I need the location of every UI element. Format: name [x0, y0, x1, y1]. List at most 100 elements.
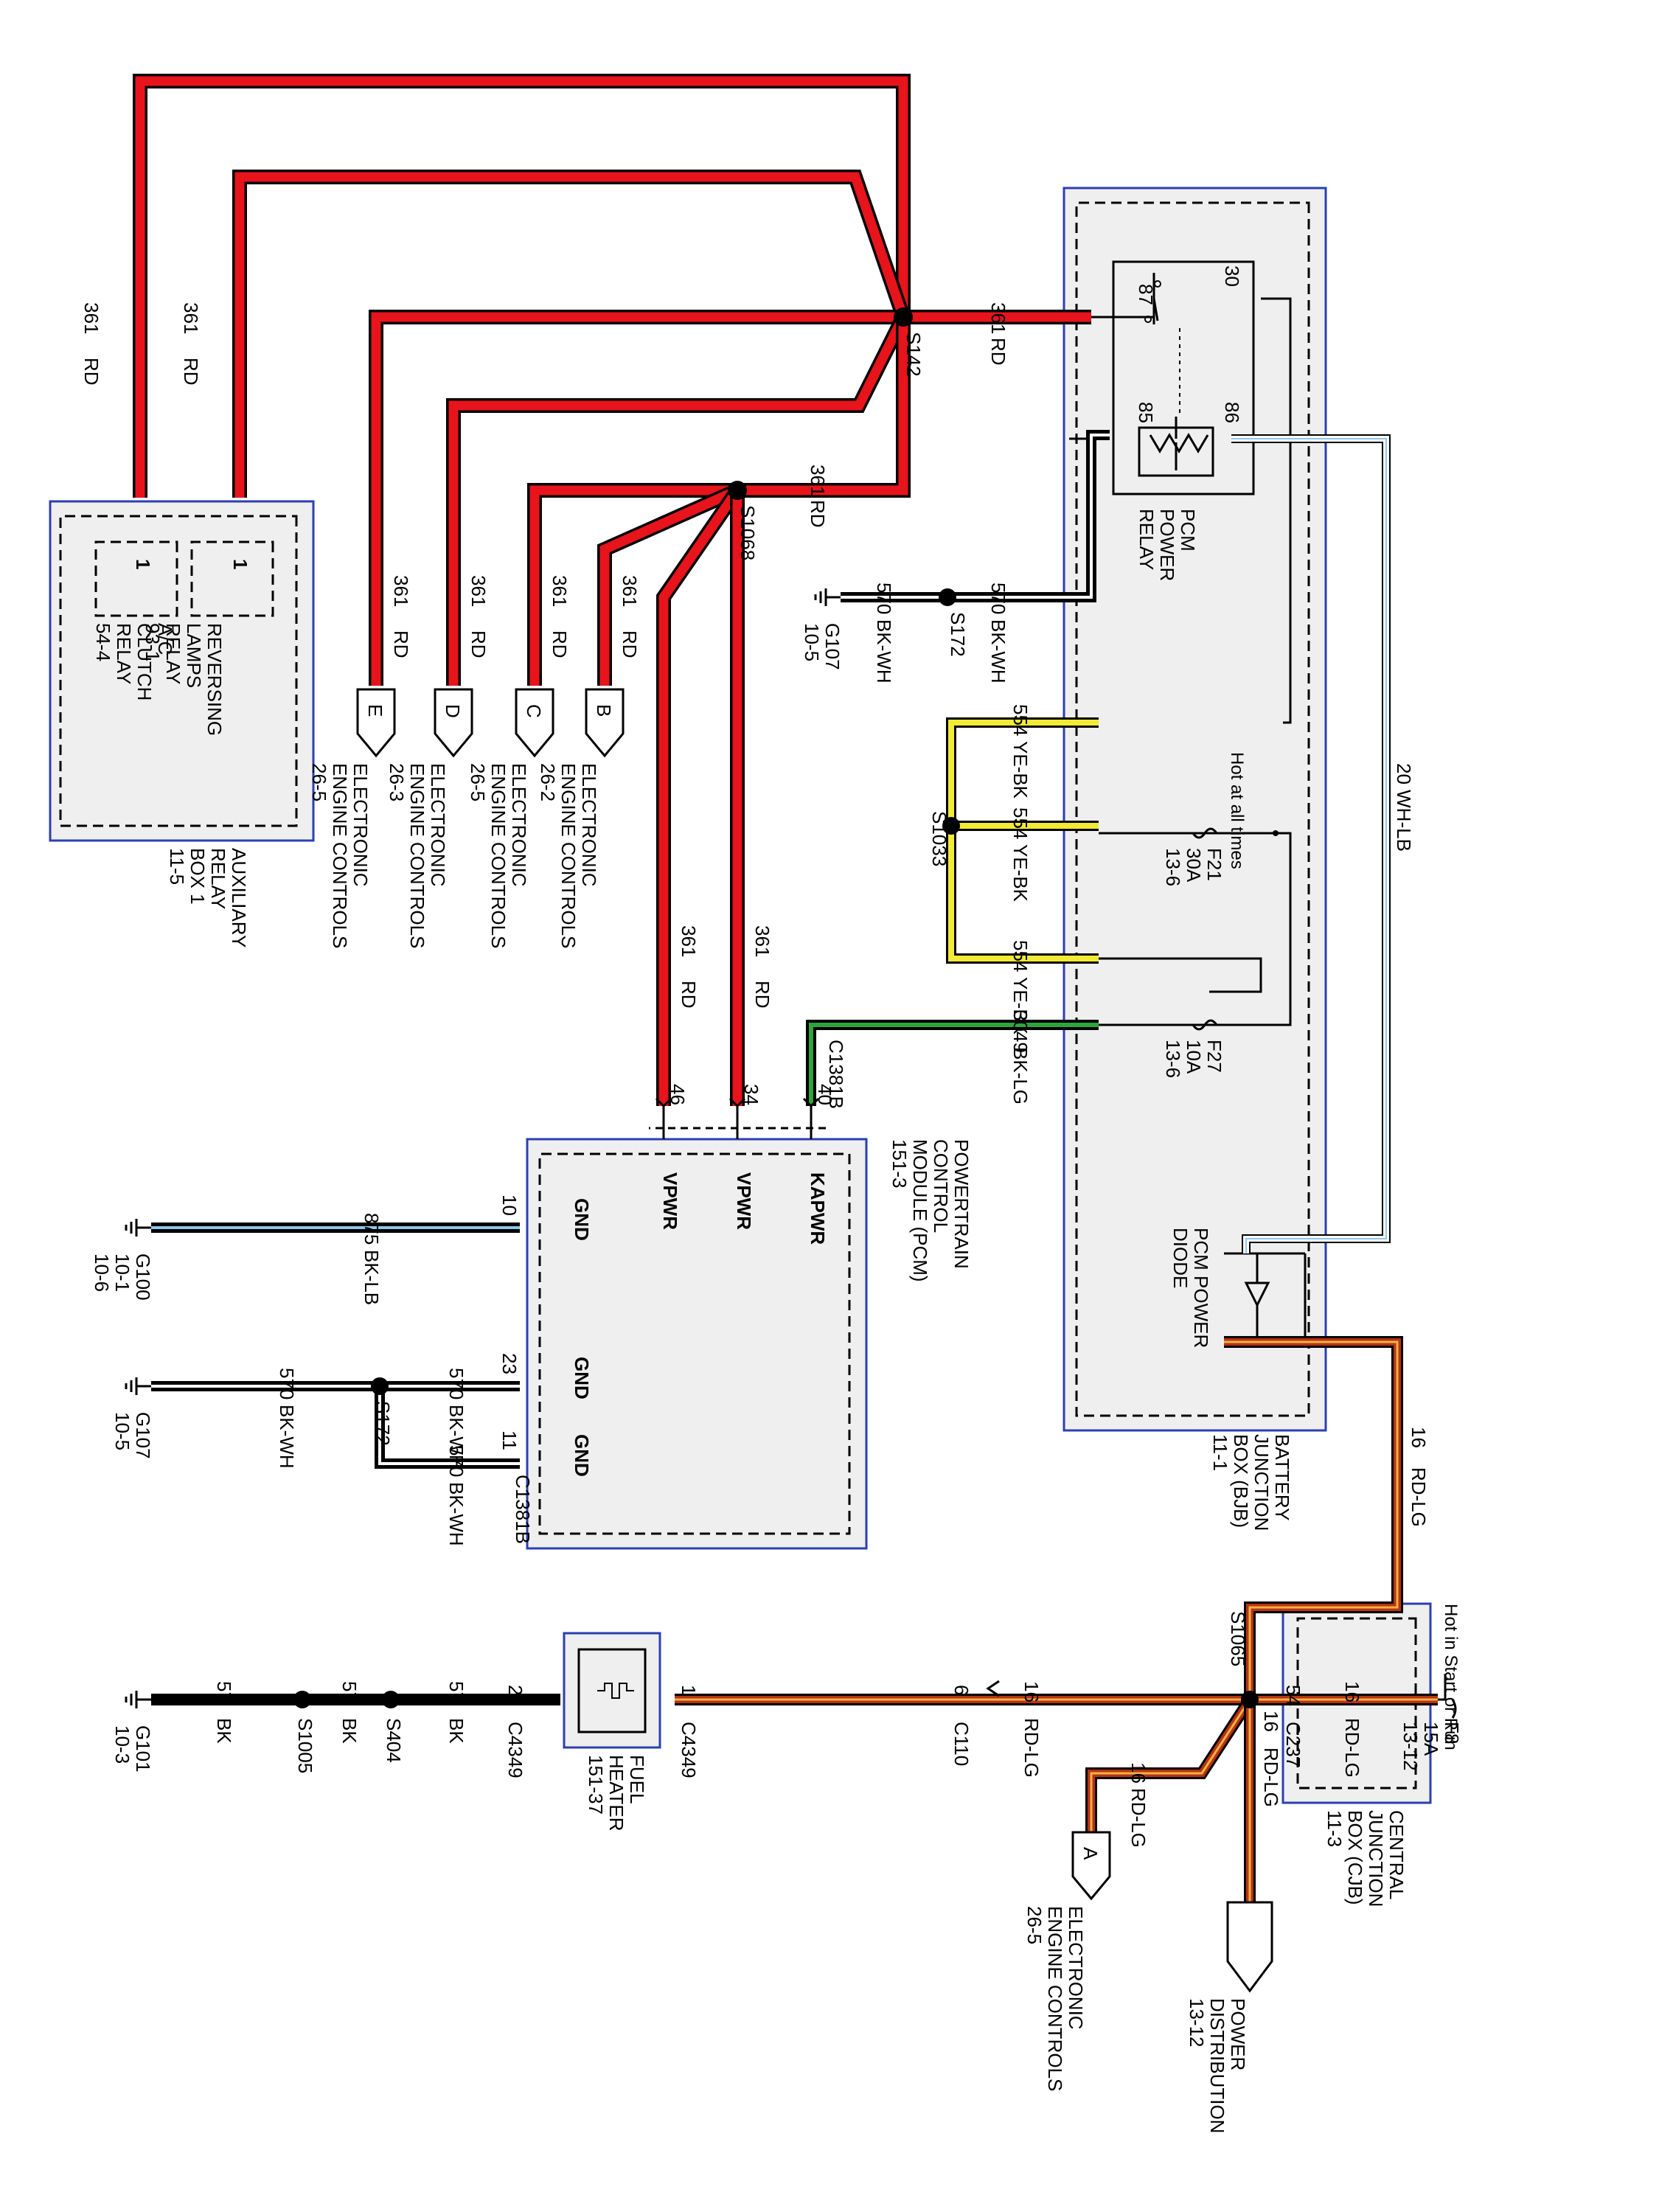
circuit-57-bk: S404 S1005 57 BK 57 BK 57 BK 2 C4349 G10…: [111, 1681, 560, 1778]
w361-col-3: RD: [390, 630, 412, 658]
c4349-pin-2: 2: [504, 1685, 526, 1695]
eec-c-label: ELECTRONIC ENGINE CONTROLS 26-5: [467, 763, 530, 954]
w570-col-1: BK-WH: [873, 619, 895, 684]
pcm-pin-34: 34: [740, 1084, 762, 1105]
w570-col-5: BK-WH: [445, 1482, 467, 1546]
f27-label: F27 10A 13-6: [1162, 1040, 1225, 1078]
circuit-16-rd-lg: S1065 16 RD-LG 16 RD-LG 16 RD-LG 16 RD-L…: [675, 1336, 1463, 1902]
auxiliary-relay-box: 1 1 REVERSING LAMPS RELAY 93-1 A/C CLUTC…: [49, 500, 315, 953]
g100-label: G100 10-1 10-6: [91, 1253, 154, 1306]
s172-lower-label: S172: [372, 1401, 394, 1446]
eec-reference-e: E ELECTRONIC ENGINE CONTROLS 26-5: [308, 688, 396, 954]
c1381b-upper-label: C1381B: [825, 1040, 847, 1109]
reversing-lamps-relay-label: REVERSING LAMPS RELAY 93-1: [142, 623, 226, 741]
eec-d-label: ELECTRONIC ENGINE CONTROLS 26-3: [386, 763, 449, 954]
c237-pin: 54: [1282, 1685, 1304, 1706]
power-distribution-reference: POWER DISTRIBUTION 13-12: [1186, 1901, 1273, 2139]
w570-col-3: BK-WH: [276, 1405, 298, 1469]
w16-num-1: 16: [1408, 1427, 1430, 1448]
f8-label: F8 15A 13-12: [1399, 1722, 1463, 1771]
g107-lower-label: G107 10-5: [111, 1412, 154, 1464]
pcm-pin-23: 23: [498, 1353, 521, 1374]
circuit-361-rd: S142 S1068 361 RD 361 RD 361 RD 361 RD 3…: [80, 74, 1091, 1106]
c110-pin: 6: [950, 1685, 973, 1695]
w361-col-7: RD: [678, 981, 700, 1009]
pcm-gnd-label-2: GND: [571, 1357, 593, 1399]
aux-relay-box-label: AUXILIARY RELAY BOX 1 11-5: [166, 848, 250, 953]
w16-col-1: RD-LG: [1408, 1467, 1430, 1527]
pcm-module: POWERTRAIN CONTROL MODULE (PCM) 151-3 KA…: [526, 1138, 973, 1550]
w361-num-3: 361: [390, 575, 412, 607]
fuel-heater-label: FUEL HEATER 151-37: [585, 1755, 648, 1837]
w57-num-3: 57: [213, 1681, 235, 1703]
bjb-internal-wiring: F21 30A 13-6 F27 10A 13-6 PCM POWER DIOD…: [1069, 297, 1379, 1353]
pcm-vpwr-label-1: VPWR: [733, 1172, 755, 1230]
w361-col-9: RD: [987, 338, 1009, 366]
s1033-label: S1033: [928, 811, 950, 866]
w57-col-2: BK: [338, 1718, 361, 1744]
w361-col-8: RD: [751, 981, 773, 1009]
w554-num-1: 554: [1009, 704, 1032, 736]
pcm-gnd-label-3: GND: [571, 1434, 593, 1477]
eec-reference-d: D ELECTRONIC ENGINE CONTROLS 26-3: [386, 688, 473, 954]
pcm-vpwr-label-2: VPWR: [659, 1172, 681, 1230]
eec-a-label: ELECTRONIC ENGINE CONTROLS 26-5: [1023, 1906, 1087, 2097]
w16-num-4: 16: [1127, 1762, 1150, 1784]
pcm-pin-40: 40: [814, 1084, 836, 1105]
ac-clutch-relay-label: A/C CLUTCH RELAY 54-4: [92, 623, 176, 706]
cjb-label: CENTRAL JUNCTION BOX (CJB) 11-3: [1324, 1810, 1408, 1913]
w16-num-5: 16: [1260, 1711, 1282, 1732]
w57-num-1: 57: [445, 1681, 467, 1703]
eec-reference-c: C ELECTRONIC ENGINE CONTROLS 26-5: [467, 688, 554, 954]
w570-num-3: 570: [276, 1368, 298, 1399]
w570-num-4: 570: [445, 1368, 467, 1399]
w570-num-2: 570: [987, 582, 1009, 614]
relay-pin-85: 85: [1135, 402, 1157, 423]
ac-clutch-pin: 1: [229, 559, 251, 569]
w16-col-3: RD-LG: [1341, 1718, 1363, 1778]
circuit-570-lower: S172 570 BK-WH 570 BK-WH 570 BK-WH 23 11…: [111, 1353, 534, 1546]
circuit-3049-bk-lg: 3049 BK-LG C1381B: [806, 1010, 1099, 1109]
w3049-num: 3049: [1009, 1010, 1032, 1053]
w570-num-1: 570: [873, 582, 895, 614]
w361-col-4: RD: [467, 630, 490, 658]
hot-at-all-times-label: Hot at all times: [1227, 752, 1247, 869]
eec-c-letter: C: [523, 704, 545, 718]
w361-num-8: 361: [751, 925, 773, 957]
circuit-20-wh-lb: 20 WH-LB: [1231, 434, 1415, 1253]
c110-label: C110: [950, 1722, 973, 1766]
reversing-lamps-pin: 1: [132, 559, 154, 569]
power-distribution-label: POWER DISTRIBUTION 13-12: [1186, 1998, 1249, 2139]
w361-col-1: RD: [80, 358, 102, 386]
w57-num-2: 57: [338, 1681, 361, 1703]
pcm-power-relay-label: PCM POWER RELAY: [1135, 509, 1199, 586]
relay-pin-30: 30: [1221, 265, 1243, 287]
w361-num-9: 361: [987, 302, 1009, 334]
w361-col-6: RD: [619, 630, 641, 658]
pcm-power-diode: [1244, 1253, 1270, 1342]
eec-b-label: ELECTRONIC ENGINE CONTROLS 26-2: [537, 763, 600, 954]
eec-e-letter: E: [364, 704, 386, 717]
w554-col-2: YE-BK: [1009, 844, 1032, 902]
pcm-power-diode-label: PCM POWER DIODE: [1169, 1228, 1212, 1353]
w570-num-5: 570: [445, 1445, 467, 1477]
battery-junction-box: BATTERY JUNCTION BOX (BJB) 11-1 Hot at a…: [1062, 187, 1327, 1531]
s1005-label: S1005: [294, 1718, 316, 1773]
w361-num-5: 361: [549, 575, 571, 607]
pcm-power-relay: 87 30 85 86 PCM POWER RELAY: [1112, 260, 1255, 586]
circuit-875-bk-lb: 875 BK-LB 10 G100 10-1 10-6: [91, 1194, 521, 1306]
w361-num-10: 361: [807, 465, 829, 496]
s172-upper-label: S172: [947, 612, 969, 657]
w875-num: 875: [361, 1213, 383, 1245]
w361-num-4: 361: [467, 575, 490, 607]
w16-col-4: RD-LG: [1127, 1788, 1150, 1848]
s404-label: S404: [383, 1718, 405, 1763]
w361-num-2: 361: [180, 302, 202, 334]
s1065-label: S1065: [1227, 1611, 1249, 1666]
w16-col-5: RD-LG: [1260, 1747, 1282, 1807]
eec-e-label: ELECTRONIC ENGINE CONTROLS 26-5: [308, 763, 372, 954]
w361-num-7: 361: [678, 925, 700, 957]
w16-num-3: 16: [1341, 1681, 1363, 1703]
pcm-pin-10: 10: [498, 1194, 521, 1216]
